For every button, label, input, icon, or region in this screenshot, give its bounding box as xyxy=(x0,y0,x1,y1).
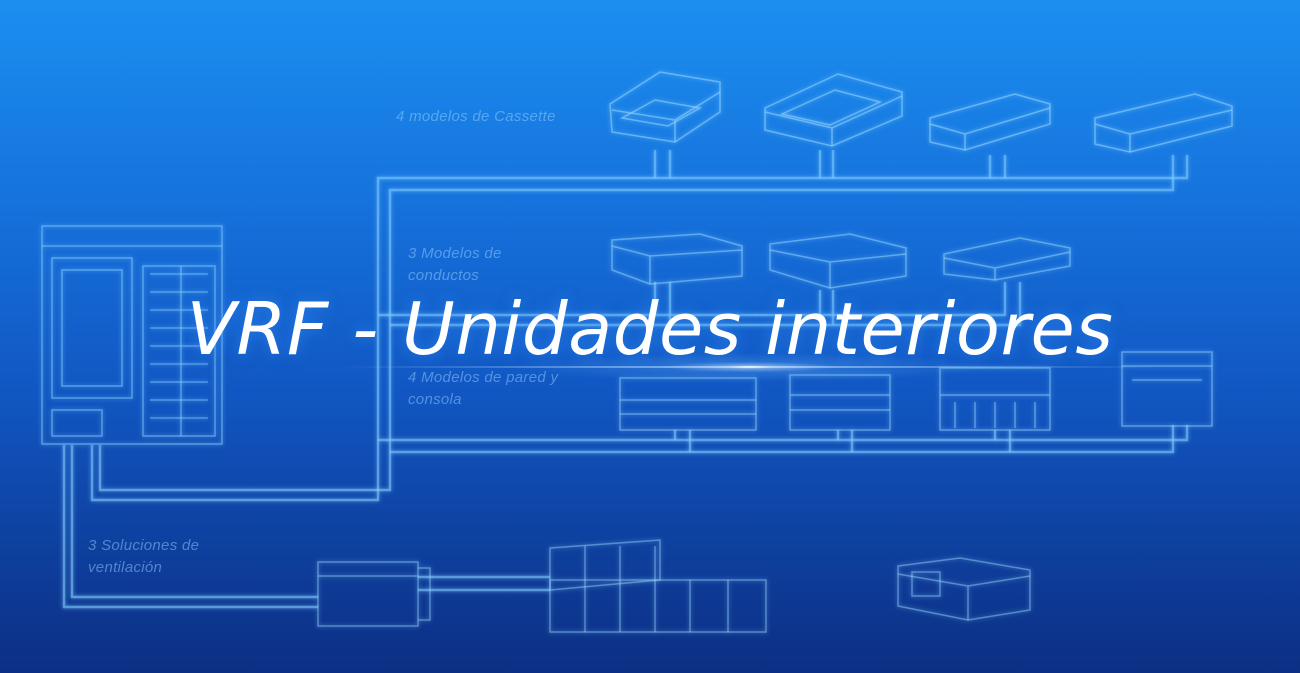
ventilation-units xyxy=(317,539,1031,633)
ventilation-solutions-label: 3 Soluciones de ventilación xyxy=(88,537,200,576)
video-title: VRF - Unidades interiores xyxy=(186,287,1114,371)
outdoor-unit-icon xyxy=(41,225,223,445)
duct-models-label: 3 Modelos de conductos xyxy=(408,245,502,284)
duct-units xyxy=(611,233,1071,289)
piping-network xyxy=(62,150,1189,609)
cassette-models-label: 4 modelos de Cassette xyxy=(396,108,556,125)
cassette-units xyxy=(609,71,1233,153)
